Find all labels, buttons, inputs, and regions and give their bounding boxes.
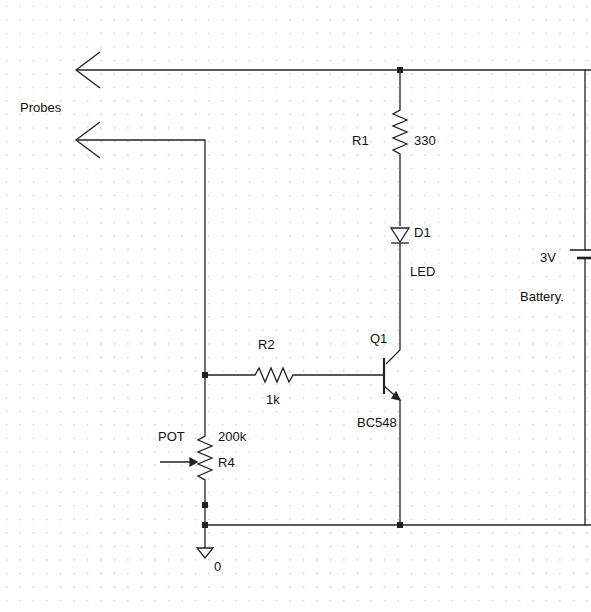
part-value: 3V bbox=[540, 251, 556, 264]
led-symbol bbox=[391, 228, 409, 242]
wire bbox=[386, 243, 400, 364]
part-name: POT bbox=[158, 430, 185, 443]
part-name: D1 bbox=[414, 226, 431, 239]
junction bbox=[397, 67, 403, 73]
part-value: 1k bbox=[266, 393, 280, 406]
wire bbox=[76, 140, 205, 430]
wire bbox=[76, 69, 591, 70]
potentiometer-symbol bbox=[198, 430, 212, 548]
junction bbox=[202, 372, 208, 378]
junction bbox=[202, 502, 208, 508]
wire bbox=[584, 258, 585, 525]
transistor-symbol bbox=[384, 386, 400, 525]
part-value: 330 bbox=[414, 134, 436, 147]
probe-label: Probes bbox=[20, 101, 61, 114]
junction bbox=[202, 522, 208, 528]
battery-symbol bbox=[570, 249, 591, 251]
battery-symbol bbox=[577, 257, 591, 260]
part-value: 200k bbox=[218, 430, 246, 443]
part-name: Battery. bbox=[520, 290, 564, 303]
wiper-arrow bbox=[190, 458, 197, 466]
part-name: R2 bbox=[258, 338, 275, 351]
part-name: R4 bbox=[218, 456, 235, 469]
emitter-arrow bbox=[392, 392, 400, 400]
node-name: 0 bbox=[214, 560, 221, 573]
ground-symbol bbox=[197, 548, 213, 558]
junction bbox=[397, 522, 403, 528]
part-name: Q1 bbox=[370, 332, 387, 345]
resistor-symbol bbox=[393, 70, 407, 226]
wire bbox=[584, 70, 585, 250]
transistor-symbol bbox=[383, 358, 385, 394]
part-name: R1 bbox=[352, 134, 369, 147]
resistor-symbol bbox=[205, 368, 384, 382]
part-value: LED bbox=[410, 265, 435, 278]
part-value: BC548 bbox=[357, 416, 397, 429]
